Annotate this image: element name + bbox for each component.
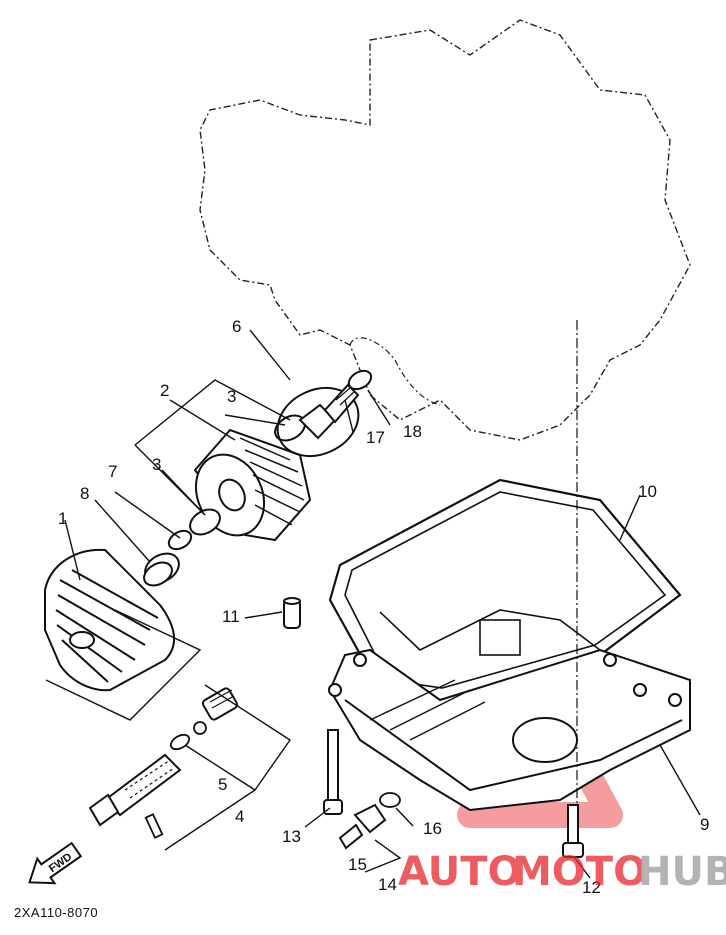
callout-18: 18 xyxy=(403,422,422,441)
relief-valve-spring xyxy=(201,687,239,721)
callout-3-lower: 3 xyxy=(152,455,161,474)
watermark-word-hub: HUB xyxy=(638,849,726,895)
callout-11: 11 xyxy=(222,607,240,626)
spring-8 xyxy=(143,552,180,587)
engine-mount-boss xyxy=(349,337,441,406)
callout-3-upper: 3 xyxy=(227,387,236,406)
drain-plug xyxy=(338,803,387,850)
oil-pan xyxy=(328,609,691,812)
callout-4: 4 xyxy=(235,807,244,826)
callout-5: 5 xyxy=(218,775,227,794)
watermark-word-auto: AUTO xyxy=(398,849,522,895)
watermark-word-moto: MOTO xyxy=(512,849,647,895)
callout-1: 1 xyxy=(58,509,67,528)
callout-7: 7 xyxy=(108,462,117,481)
callout-16: 16 xyxy=(423,819,442,838)
callout-14: 14 xyxy=(378,875,397,894)
washer-18 xyxy=(347,369,373,391)
callout-2: 2 xyxy=(160,381,169,400)
forward-arrow: FWD xyxy=(28,841,83,885)
callout-8: 8 xyxy=(80,484,89,503)
callout-13: 13 xyxy=(282,827,301,846)
bolt-12 xyxy=(562,804,584,858)
washer-16 xyxy=(379,792,401,808)
oil-filter-cover xyxy=(44,548,176,692)
callout-12: 12 xyxy=(582,878,601,897)
callout-9: 9 xyxy=(700,815,709,834)
plug-11 xyxy=(283,597,301,629)
engine-crankcase-outline xyxy=(199,19,691,441)
o-ring-5 xyxy=(169,733,191,751)
o-ring-upper xyxy=(274,414,306,442)
oil-filter-element xyxy=(193,428,312,542)
gasket-ring xyxy=(276,386,360,458)
dowel-pin xyxy=(144,813,164,839)
watermark-text: AUTO MOTO HUB xyxy=(398,849,726,895)
callout-6: 6 xyxy=(232,317,241,336)
part-code: 2XA110-8070 xyxy=(14,905,99,920)
o-ring-lower xyxy=(189,508,221,536)
relief-valve-ball xyxy=(193,721,207,735)
washer-7 xyxy=(167,529,193,551)
union-bolt xyxy=(298,383,360,440)
callout-17: 17 xyxy=(366,428,385,447)
callout-10: 10 xyxy=(638,482,657,501)
filter-bolt xyxy=(88,753,182,827)
leader-lines xyxy=(45,329,701,879)
bolt-13 xyxy=(323,729,343,815)
callout-15: 15 xyxy=(348,855,367,874)
